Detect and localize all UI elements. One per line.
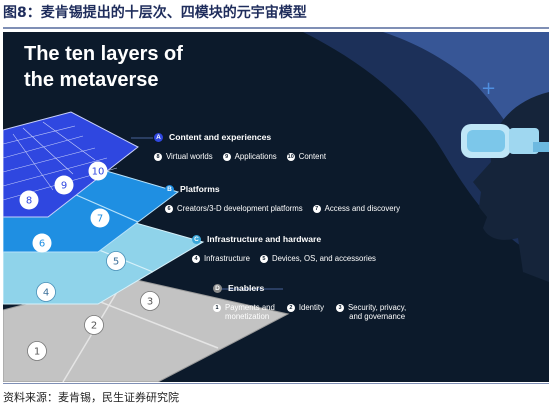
heading-line-2: the metaverse [24, 69, 159, 91]
svg-text:5: 5 [113, 257, 119, 268]
metaverse-infographic: + [3, 32, 549, 382]
infographic-heading: The ten layers of the metaverse [24, 41, 183, 93]
vr-headset-icon [461, 124, 549, 158]
layer-badge-3: 3 [140, 291, 160, 311]
layer-number-badges: 10 9 8 7 6 5 4 3 2 1 [19, 161, 160, 361]
layer-badge-9: 9 [54, 175, 74, 195]
plus-icon: + [481, 78, 496, 99]
category-title: Infrastructure and hardware [207, 234, 322, 244]
sky-highlight [383, 32, 549, 182]
category-title: Enablers [228, 283, 265, 293]
svg-text:1: 1 [34, 347, 40, 358]
source-note: 资料来源：麦肯锡，民生证券研究院 [3, 391, 179, 404]
layer-badge-1: 1 [27, 341, 47, 361]
layer-badge-5: 5 [106, 251, 126, 271]
svg-text:8: 8 [26, 196, 32, 207]
layer-badge-4: 4 [36, 282, 56, 302]
category-title: Platforms [180, 184, 220, 194]
svg-text:9: 9 [61, 181, 67, 192]
svg-text:3: 3 [147, 297, 153, 308]
category-badge-d: D [213, 283, 222, 293]
svg-text:10: 10 [92, 167, 105, 178]
layer-badge-7: 7 [90, 208, 110, 228]
category-title: Content and experiences [169, 132, 272, 142]
figure-title: 图8：麦肯锡提出的十层次、四模块的元宇宙模型 [3, 0, 549, 29]
category-badge-a: A [154, 132, 163, 142]
layer-badge-6: 6 [32, 233, 52, 253]
svg-text:7: 7 [97, 214, 103, 225]
bottom-rule [3, 383, 549, 384]
svg-text:2: 2 [91, 321, 97, 332]
category-badge-b: B [165, 184, 174, 194]
category-badge-c: C [192, 234, 201, 244]
layer-badge-8: 8 [19, 190, 39, 210]
layer-badge-2: 2 [84, 315, 104, 335]
layer-badge-10: 10 [88, 161, 108, 181]
svg-text:4: 4 [43, 288, 49, 299]
svg-text:6: 6 [39, 239, 45, 250]
heading-line-1: The ten layers of [24, 43, 183, 65]
